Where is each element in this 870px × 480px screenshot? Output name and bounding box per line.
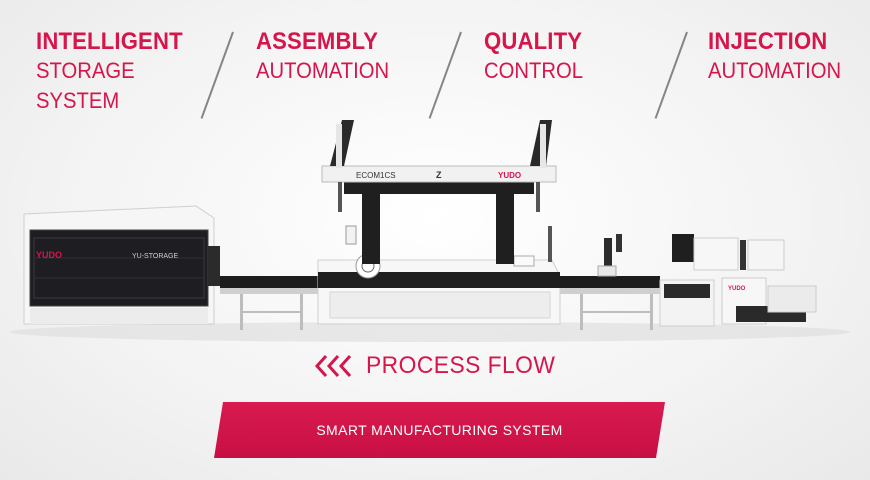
process-flow: PROCESS FLOW [314,352,565,380]
heading-assembly-title: ASSEMBLY [256,28,379,55]
production-line-illustration: YUDO YU-STORAGE ECOM1CS [10,120,850,342]
storage-panel-label: YU-STORAGE [132,253,178,260]
heading-injection-title: INJECTION [708,28,828,55]
gantry-brand: YUDO [498,171,521,180]
heading-assembly-line1: AUTOMATION [256,58,390,83]
assembly-base [317,253,561,325]
heading-storage-line2: SYSTEM [36,88,120,113]
storage-brand: YUDO [36,250,62,260]
heading-storage-title: INTELLIGENT [36,28,183,55]
heading-quality-title: QUALITY [484,28,583,55]
cell-brand: YUDO [728,286,746,292]
heading-injection-line1: AUTOMATION [708,58,842,83]
heading-assembly: ASSEMBLY AUTOMATION [256,28,401,86]
process-flow-label: PROCESS FLOW [366,352,556,379]
assembly-gantry: ECOM1CS Z YUDO [321,120,557,264]
divider-2 [428,31,462,119]
gantry-model: ECOM1CS [356,171,396,180]
heading-quality: QUALITY CONTROL [484,28,592,86]
injection-cell: YUDO [659,234,817,327]
divider-3 [654,31,688,119]
heading-storage: INTELLIGENT STORAGE SYSTEM [36,28,196,116]
chevrons-left-icon [314,354,352,378]
smart-manufacturing-banner: SMART MANUFACTURING SYSTEM [214,402,665,458]
divider-1 [200,31,234,119]
conveyor-left [220,276,320,330]
quality-station [560,234,660,330]
banner-label: SMART MANUFACTURING SYSTEM [316,422,563,438]
heading-quality-line1: CONTROL [484,58,583,83]
heading-storage-line1: STORAGE [36,58,135,83]
gantry-axis: Z [436,170,442,180]
heading-injection: INJECTION AUTOMATION [708,28,853,86]
storage-cabinet: YUDO YU-STORAGE [23,205,220,325]
